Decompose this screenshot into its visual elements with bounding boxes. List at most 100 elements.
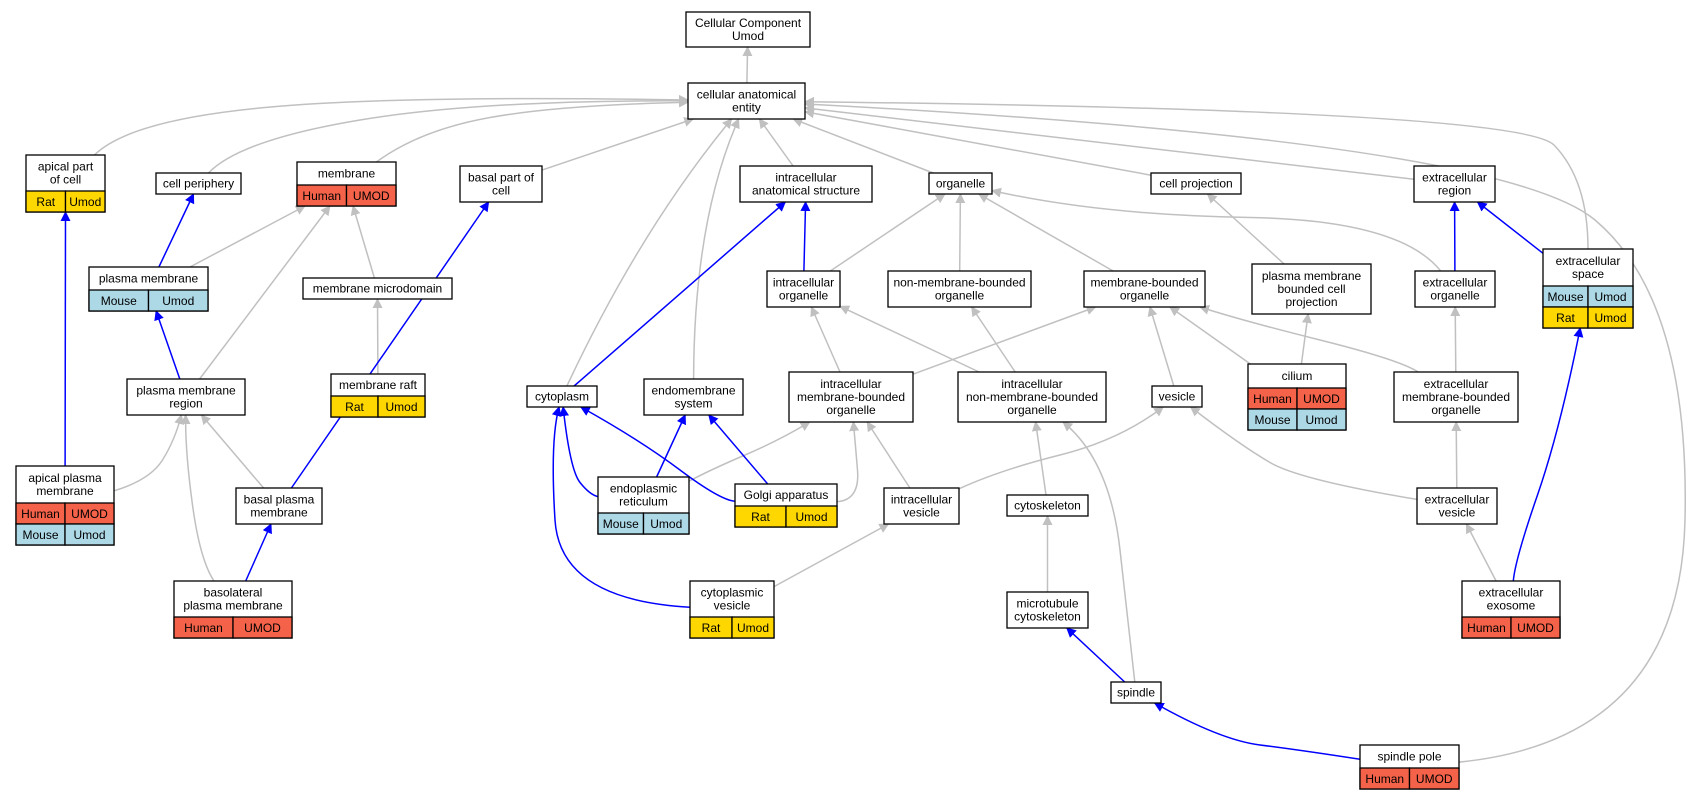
species-badge-rat: [731, 616, 775, 639]
edge-is-a-golgi-to-imbo: [836, 421, 860, 503]
species-badge-label: Umod: [385, 400, 417, 414]
edge-is-a-pmbcp-to-cell-projection: [1206, 193, 1285, 265]
term-label: reticulum: [619, 495, 668, 509]
edge-is-a-exosome-to-ev: [1465, 523, 1497, 582]
species-badge-human: [232, 616, 293, 639]
edge-part-of-er-to-endomembrane: [655, 414, 686, 478]
term-label: intracellular: [773, 276, 834, 290]
species-badge-label: Mouse: [22, 528, 58, 542]
edge-is-a-iv-to-imbo: [866, 421, 911, 489]
edge-part-of-intracellular-organelle-to-ias: [800, 201, 811, 272]
species-badge-label: Rat: [345, 400, 364, 414]
term-node-cytoskeleton[interactable]: cytoskeleton: [1006, 494, 1089, 517]
term-label: membrane: [36, 484, 94, 498]
term-node-organelle[interactable]: organelle: [928, 172, 993, 195]
edge-is-a-imbo-to-intracellular-organelle: [810, 306, 841, 373]
term-label: projection: [1285, 295, 1337, 309]
edge-is-a-ias-to-cae: [758, 118, 794, 167]
species-badge-human: [345, 184, 397, 207]
species-badge-mouse: [1296, 408, 1347, 431]
term-label: extracellular: [1425, 493, 1490, 507]
term-node-cell-projection[interactable]: cell projection: [1150, 172, 1242, 195]
term-label: intracellular: [820, 377, 881, 391]
edge-is-a-embo-to-mbo: [1199, 305, 1419, 373]
term-label: cell: [492, 184, 510, 198]
edge-is-a-intracellular-organelle-to-organelle: [829, 193, 946, 272]
edge-is-a-inmbo-to-nmbo: [970, 306, 1016, 373]
term-label: Golgi apparatus: [744, 488, 829, 502]
term-label: anatomical structure: [752, 184, 860, 198]
edge-part-of-basal-pm-to-basal-part: [290, 201, 490, 489]
term-box: [766, 270, 841, 308]
term-node-vesicle[interactable]: vesicle: [1151, 385, 1203, 408]
edge-is-a-apical-part-to-cae: [93, 94, 689, 156]
species-badge-label: Human: [302, 189, 341, 203]
term-box: [1110, 681, 1162, 704]
edge-is-a-membrane-microdomain-to-membrane: [350, 205, 376, 279]
term-box: [687, 82, 806, 120]
species-badge-label: UMOD: [244, 621, 281, 635]
edge-is-a-cytoplasm-to-cae: [566, 118, 733, 387]
term-label: membrane-bounded: [1402, 390, 1510, 404]
term-node-membrane-microdomain[interactable]: membrane microdomain: [302, 277, 453, 300]
species-badge-label: Rat: [702, 621, 721, 635]
term-node-cytoplasm[interactable]: cytoplasm: [526, 385, 598, 408]
term-node-spindle[interactable]: spindle: [1110, 681, 1162, 704]
species-badge-label: UMOD: [353, 189, 390, 203]
term-node-inmbo[interactable]: intracellularnon-membrane-boundedorganel…: [957, 371, 1107, 423]
edge-is-a-basal-pm-to-pm-region: [200, 414, 265, 489]
edge-is-a-spindle-pole-to-cae: [804, 99, 1686, 763]
edge-is-a-extracellular-region-to-cae: [804, 103, 1415, 181]
term-label: organelle: [826, 403, 876, 417]
species-badge-rat: [377, 395, 426, 418]
term-box: [1150, 172, 1242, 195]
term-label: intracellular: [775, 171, 836, 185]
edge-part-of-golgi-to-endomembrane: [708, 414, 769, 485]
term-label: cell periphery: [163, 177, 234, 191]
term-label: membrane-bounded: [797, 390, 905, 404]
term-node-cell-periphery[interactable]: cell periphery: [155, 172, 242, 195]
term-label: organelle: [1007, 403, 1057, 417]
edge-part-of-golgi-to-cytoplasm: [579, 406, 736, 503]
term-box: [1151, 385, 1203, 408]
edge-is-a-organelle-to-cae: [792, 117, 934, 174]
term-box: [1251, 263, 1372, 315]
term-box: [928, 172, 993, 195]
species-badge-mouse: [147, 289, 209, 312]
term-box: [1006, 591, 1089, 629]
term-label: non-membrane-bounded: [893, 276, 1025, 290]
species-badge-mouse: [642, 512, 690, 535]
